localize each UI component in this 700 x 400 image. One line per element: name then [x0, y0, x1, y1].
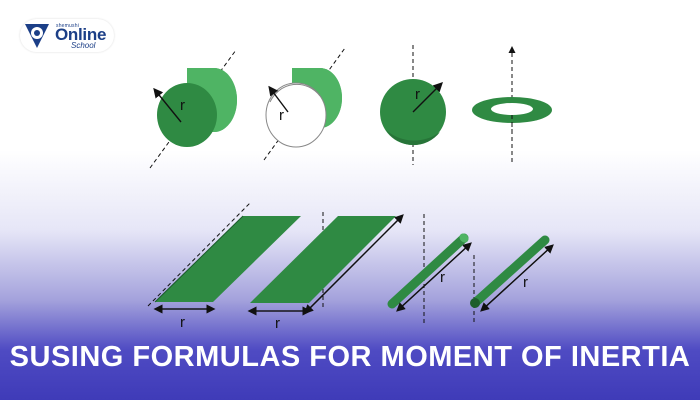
thin-rod-center-axis: r: [387, 214, 472, 326]
solid-sphere: r: [380, 45, 446, 165]
thin-rod-end-axis: r: [470, 235, 554, 322]
radius-label: r: [440, 269, 445, 286]
hollow-cylinder: r: [263, 47, 346, 161]
logo-tagline: shemushi: [56, 23, 79, 29]
page-title: SUSING FORMULAS FOR MOMENT OF INERTIA: [9, 341, 691, 373]
radius-label: r: [275, 315, 280, 332]
logo-subname: School: [71, 41, 96, 50]
logo-icon: [25, 24, 49, 48]
radius-label: r: [279, 107, 284, 124]
thin-plate-edge-axis: r: [147, 202, 301, 331]
logo[interactable]: shemushi Online School: [20, 19, 114, 52]
radius-label: r: [180, 314, 185, 331]
thin-plate-center-axis: r: [247, 212, 404, 332]
logo-name: Online: [55, 25, 107, 44]
radius-label: r: [415, 86, 420, 103]
thin-ring: [472, 46, 552, 162]
radius-label: r: [523, 274, 528, 291]
solid-cylinder: r: [149, 49, 237, 169]
radius-label: r: [180, 97, 185, 114]
